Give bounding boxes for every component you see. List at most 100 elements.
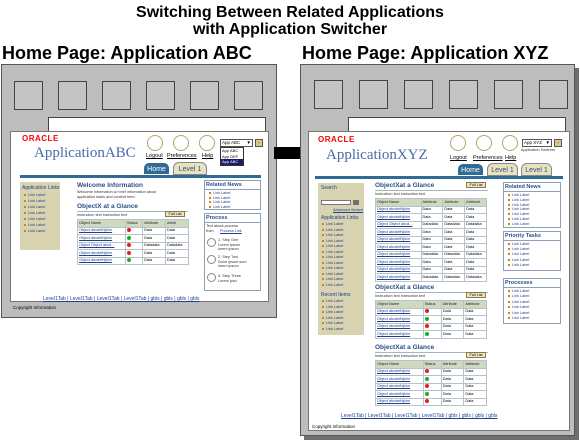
full-list-button[interactable]: Full List — [466, 182, 486, 188]
recent-item[interactable]: Link Label — [322, 327, 343, 332]
link-item[interactable]: Link Label — [508, 258, 529, 263]
footer-links[interactable]: Level1Tab | Level1Tab | Level1Tab | Leve… — [43, 296, 200, 302]
column-header[interactable]: Status — [124, 219, 144, 228]
app-link-item[interactable]: Link Label — [24, 217, 45, 222]
column-header[interactable]: Attribute — [442, 198, 466, 207]
app-link-item[interactable]: Link Label — [322, 255, 343, 260]
app-link-item[interactable]: Link Label — [322, 283, 343, 288]
object-link[interactable]: Object abcdefhijklm — [77, 249, 126, 258]
app-link-item[interactable]: Link Label — [322, 272, 343, 277]
object-link[interactable]: Object abcdefhijklm — [375, 382, 424, 391]
link-item[interactable]: Link Label — [508, 198, 529, 203]
link-item[interactable]: Link Label — [508, 252, 529, 257]
recent-item[interactable]: Link Label — [322, 310, 343, 315]
switcher-go-button[interactable]: › — [554, 139, 562, 147]
column-header[interactable]: Object Name — [375, 198, 422, 207]
preferences-link[interactable]: Preferences — [167, 153, 197, 159]
column-header[interactable]: Attribute — [440, 360, 465, 369]
object-link[interactable]: Object abcdefhijklm — [375, 330, 424, 339]
link-item[interactable]: Link Label — [508, 311, 529, 316]
dropdown-option[interactable]: App DEF — [222, 153, 239, 159]
app-link-item[interactable]: Link Label — [322, 266, 343, 271]
tab-home[interactable]: Home — [143, 162, 170, 175]
search-input[interactable] — [321, 200, 351, 205]
recent-item[interactable]: Link Label — [322, 316, 343, 321]
link-item[interactable]: Link Label — [508, 263, 529, 268]
column-header[interactable]: Object Name — [375, 360, 424, 369]
column-header[interactable]: Status — [422, 360, 442, 369]
app-switcher-dropdown[interactable]: App ABC App DEF App ABC — [220, 147, 244, 166]
object-link[interactable]: Object abcdefhijklm — [375, 307, 424, 316]
link-item[interactable]: Link Label — [508, 242, 529, 247]
app-link-item[interactable]: Link Label — [322, 277, 343, 282]
app-link-item[interactable]: Link Label — [322, 222, 343, 227]
link-item[interactable]: Link Label — [508, 212, 529, 217]
global-icon-help[interactable] — [199, 135, 215, 151]
column-header[interactable]: Attribute — [463, 300, 487, 309]
full-list-button[interactable]: Full List — [466, 352, 486, 358]
link-item[interactable]: Link Label — [508, 300, 529, 305]
recent-item[interactable]: Link Label — [322, 299, 343, 304]
link-item[interactable]: Link Label — [508, 207, 529, 212]
object-link[interactable]: Object Object abcd... — [375, 220, 422, 229]
column-header[interactable]: Attribute — [463, 360, 487, 369]
news-link[interactable]: Link Label — [209, 191, 230, 196]
column-header[interactable]: Attribute — [464, 198, 487, 207]
app-link-item[interactable]: Link Label — [24, 229, 45, 234]
global-icon-preferences[interactable] — [173, 135, 189, 151]
preferences-link[interactable]: Preferences — [473, 155, 503, 161]
object-link[interactable]: Object abcdefhijklm — [375, 213, 422, 222]
tab-home[interactable]: Home — [457, 163, 484, 176]
column-header[interactable]: Object Name — [375, 300, 424, 309]
news-link[interactable]: Link Label — [209, 196, 230, 201]
column-header[interactable]: Attrib — [165, 219, 189, 228]
app-switcher-select[interactable]: App XYZ ▼ — [522, 139, 552, 147]
object-link[interactable]: Object abcdefhijklm — [375, 367, 424, 376]
object-link[interactable]: Object abcdefhijklm — [77, 256, 126, 265]
column-header[interactable]: Status — [422, 300, 442, 309]
column-header[interactable]: Object Name — [77, 219, 126, 228]
object-link[interactable]: Object abcdefhijklm — [375, 273, 422, 282]
help-link[interactable]: Help — [505, 155, 517, 161]
link-item[interactable]: Link Label — [508, 247, 529, 252]
object-link[interactable]: Object abcdefhijklm — [375, 375, 424, 384]
full-list-button[interactable]: Full List — [165, 211, 185, 217]
app-link-item[interactable]: Link Label — [322, 233, 343, 238]
object-link[interactable]: Object abcdefhijklm — [375, 322, 424, 331]
global-icon-logout[interactable] — [450, 135, 466, 151]
app-link-item[interactable]: Link Label — [24, 193, 45, 198]
object-link[interactable]: Object abcdefhijklm — [375, 205, 422, 214]
link-item[interactable]: Link Label — [508, 222, 529, 227]
recent-item[interactable]: Link Label — [322, 321, 343, 326]
app-link-item[interactable]: Link Label — [322, 250, 343, 255]
tab-level-1[interactable]: Level 1 — [487, 163, 518, 176]
column-header[interactable]: Attribute — [420, 198, 444, 207]
dropdown-option[interactable]: App ABC — [222, 148, 239, 153]
process-link[interactable]: Process Link — [220, 228, 242, 233]
object-link[interactable]: Object abcdefhijklm — [375, 228, 422, 237]
link-item[interactable]: Link Label — [508, 316, 529, 321]
tab-level-1[interactable]: Level 1 — [521, 163, 552, 176]
recent-item[interactable]: Link Label — [322, 305, 343, 310]
app-link-item[interactable]: Link Label — [24, 205, 45, 210]
column-header[interactable]: Attribute — [142, 219, 167, 228]
app-link-item[interactable]: Link Label — [24, 199, 45, 204]
object-link[interactable]: Object abcdefhijklm — [375, 265, 422, 274]
object-link[interactable]: Object abcdefhijklm — [375, 397, 424, 406]
search-go-button[interactable] — [353, 200, 359, 205]
app-link-item[interactable]: Link Label — [24, 223, 45, 228]
news-link[interactable]: Link Label — [209, 205, 230, 210]
footer-links[interactable]: Level1Tab | Level1Tab | Level1Tab | Leve… — [341, 413, 498, 419]
object-link[interactable]: Object Object abcd... — [77, 241, 126, 250]
object-link[interactable]: Object abcdefhijklm — [375, 235, 422, 244]
object-link[interactable]: Object abcdefhijklm — [375, 390, 424, 399]
tab-level-1[interactable]: Level 1 — [173, 162, 207, 175]
app-link-item[interactable]: Link Label — [322, 261, 343, 266]
object-link[interactable]: Object abcdefhijklm — [375, 243, 422, 252]
logout-link[interactable]: Logout — [450, 155, 467, 161]
app-link-item[interactable]: Link Label — [322, 244, 343, 249]
link-item[interactable]: Link Label — [508, 217, 529, 222]
app-link-item[interactable]: Link Label — [322, 228, 343, 233]
app-link-item[interactable]: Link Label — [322, 239, 343, 244]
help-link[interactable]: Help — [202, 153, 214, 159]
